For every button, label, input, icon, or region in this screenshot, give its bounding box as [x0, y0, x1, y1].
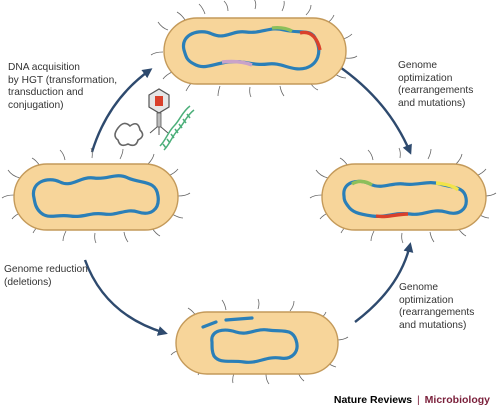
dna-segment-green: [351, 179, 373, 187]
label-reduction: Genome reduction (deletions): [4, 264, 88, 288]
label-hgt: DNA acquisition by HGT (transformation, …: [8, 62, 118, 111]
dna-chromosome: [342, 179, 468, 219]
dna-segment-red: [299, 30, 322, 51]
journal-name: Nature Reviews: [333, 394, 413, 406]
cell-body: [13, 163, 179, 231]
cell-body: [175, 311, 339, 375]
arrow-reduction: [83, 259, 168, 336]
dna-segment-red: [375, 212, 409, 219]
cell-right: [309, 147, 497, 244]
deleted-dna-fragment: [224, 316, 254, 322]
dna-chromosome: [31, 174, 160, 219]
cell-body: [321, 163, 487, 231]
dna-segment-green: [271, 25, 293, 33]
journal-section: Microbiology: [424, 394, 490, 406]
cell-top: [150, 0, 358, 98]
label-optimization-top: Genome optimization (rearrangements and …: [398, 60, 474, 109]
journal-credit: Nature Reviews | Microbiology: [334, 394, 490, 406]
label-optimization-bottom: Genome optimization (rearrangements and …: [399, 282, 475, 331]
arrow-optimization-bottom: [354, 242, 414, 323]
deleted-dna-fragment: [201, 320, 218, 329]
cell-left: [1, 147, 191, 244]
cilia: [309, 147, 497, 244]
dna-helix-icon: [159, 105, 195, 151]
dna-segment-purple: [221, 59, 253, 67]
dna-segment-yellow: [435, 181, 460, 192]
plasmid-fragment-icon: [114, 122, 144, 147]
dna-chromosome: [210, 328, 299, 364]
phage-icon: [148, 88, 170, 135]
dna-chromosome: [181, 27, 321, 71]
cell-bottom: [170, 298, 349, 385]
arrow-hgt: [90, 68, 153, 153]
arrow-optimization-top: [336, 64, 412, 155]
credit-separator: |: [417, 394, 420, 406]
